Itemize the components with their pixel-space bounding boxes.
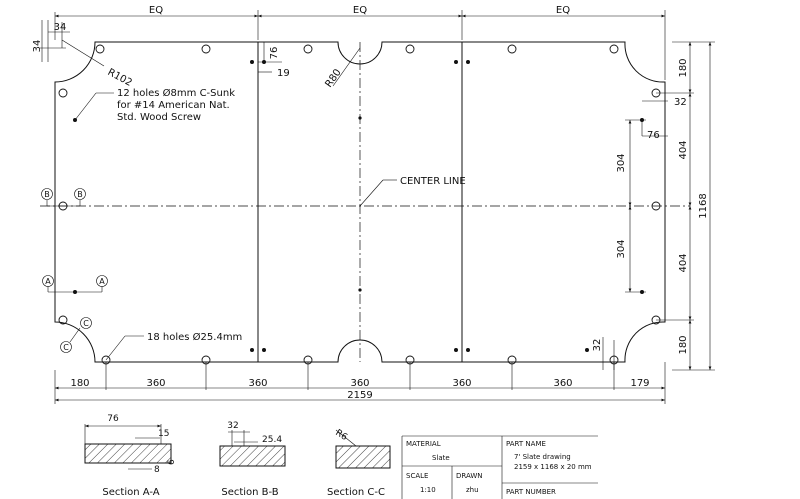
section-c: R6 Section C-C: [327, 428, 391, 498]
dim-r102: R102: [106, 67, 134, 89]
dim-76-right: 76: [647, 130, 660, 141]
dim-bottom-3: 360: [350, 378, 369, 389]
section-b-32: 32: [227, 421, 238, 431]
tb-part-number-label: PART NUMBER: [506, 488, 556, 496]
title-block: MATERIAL Slate PART NAME 7' Slate drawin…: [401, 435, 598, 499]
dim-404-bottom: 404: [678, 253, 689, 272]
tb-drawn-value: zhu: [466, 486, 479, 494]
section-a-76: 76: [107, 414, 119, 424]
dim-eq-right: EQ: [556, 5, 570, 16]
section-b-254: 25.4: [262, 435, 282, 445]
section-a-15: 15: [158, 429, 169, 439]
section-a-6: 6: [167, 459, 177, 465]
notes: 12 holes Ø8mm C-Sunk for #14 American Na…: [74, 87, 466, 361]
marker-b-left: B: [44, 190, 50, 199]
dim-1168: 1168: [698, 193, 709, 218]
dim-304-bottom: 304: [616, 239, 627, 258]
section-b: 32 25.4 Section B-B: [219, 421, 286, 498]
dim-bottom-0: 180: [70, 378, 89, 389]
dim-bottom-2: 360: [248, 378, 267, 389]
section-a-title: Section A-A: [102, 487, 159, 498]
dim-34-side: 34: [32, 40, 43, 53]
dim-bottom-4: 360: [452, 378, 471, 389]
dim-304-top: 304: [616, 153, 627, 172]
marker-a-left: A: [45, 277, 51, 286]
dim-180-top: 180: [678, 58, 689, 77]
tb-drawn-label: DRAWN: [456, 472, 483, 480]
tb-scale-label: SCALE: [406, 472, 428, 480]
top-dimensions: EQ EQ EQ 34 34 R102 R80 76 19: [32, 5, 666, 90]
section-c-title: Section C-C: [327, 487, 385, 498]
tb-material-value: Slate: [432, 454, 450, 462]
dim-bottom-6: 179: [630, 378, 649, 389]
tb-part-name-label: PART NAME: [506, 440, 546, 448]
tb-part-name-line1: 7' Slate drawing: [514, 453, 571, 461]
dim-180-bottom: 180: [678, 335, 689, 354]
dim-bottom-5: 360: [553, 378, 572, 389]
dim-34-top: 34: [54, 22, 67, 33]
dim-76-top: 76: [269, 47, 280, 60]
section-a-8: 8: [154, 465, 160, 475]
marker-b-right: B: [77, 190, 83, 199]
note-screw-line1: 12 holes Ø8mm C-Sunk: [117, 87, 235, 99]
note-center-line: CENTER LINE: [400, 176, 466, 187]
dim-eq-left: EQ: [149, 5, 163, 16]
dim-r80: R80: [323, 67, 343, 89]
section-a: 76 15 8 6 Section A-A: [84, 414, 177, 498]
tb-part-name-line2: 2159 x 1168 x 20 mm: [514, 463, 592, 471]
marker-c-top: C: [83, 319, 89, 328]
dim-19: 19: [277, 68, 290, 79]
marker-c-bottom: C: [63, 343, 69, 352]
dim-32-bottom: 32: [592, 339, 603, 352]
tb-material-label: MATERIAL: [406, 440, 441, 448]
note-screw-line3: Std. Wood Screw: [117, 112, 201, 123]
section-b-title: Section B-B: [221, 487, 278, 498]
bottom-dimensions: 180 360 360 360 360 360 179 2159: [54, 362, 666, 404]
note-holes-25: 18 holes Ø25.4mm: [147, 331, 242, 343]
slate-outline: [40, 41, 690, 363]
dim-32-top: 32: [674, 97, 687, 108]
dim-bottom-1: 360: [146, 378, 165, 389]
tb-scale-value: 1:10: [420, 486, 436, 494]
dim-eq-mid: EQ: [353, 5, 367, 16]
marker-a-right: A: [99, 277, 105, 286]
section-markers: B B A A C C: [41, 188, 108, 353]
note-screw-line2: for #14 American Nat.: [117, 100, 230, 111]
section-c-r6: R6: [333, 428, 349, 443]
right-dimensions: 1168 180 404 404 180 32 76 304 304 32: [592, 41, 715, 371]
dim-404-top: 404: [678, 140, 689, 159]
dim-overall: 2159: [347, 390, 372, 401]
